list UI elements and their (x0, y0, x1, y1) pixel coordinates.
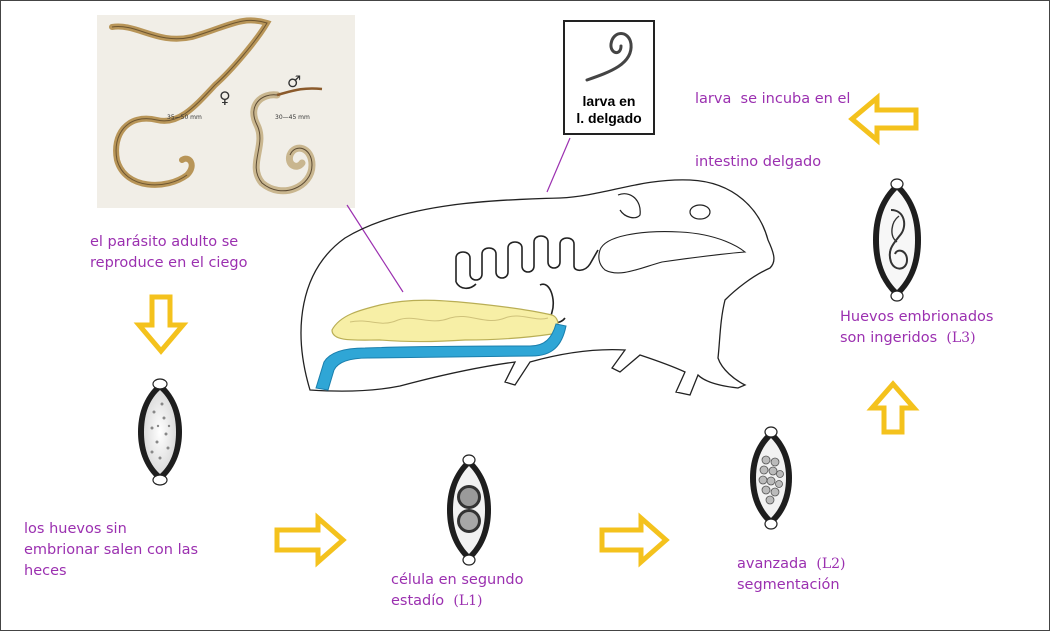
label-second-stage: célula en segundo estadío (L1) (391, 570, 524, 612)
egg-two-cell-icon (447, 455, 491, 565)
stage-l1-tag: (L1) (453, 593, 482, 609)
arrow-right-2-icon (602, 518, 666, 562)
stage-l3-tag: (L3) (946, 330, 975, 346)
stage-l2-tag: (L2) (816, 556, 845, 572)
label-adult-reproduces: el parásito adulto se reproduce en el ci… (90, 232, 247, 274)
label-larva-hatches: larva se incuba en el intestino delgado (695, 47, 850, 194)
cecum (332, 300, 558, 341)
label-unembryonated-eggs: los huevos sin embrionar salen con las h… (24, 519, 198, 582)
arrow-left-icon (852, 98, 916, 140)
label-advanced-segmentation: avanzada (L2) segmentación (737, 554, 846, 596)
adult-pointer-line (347, 205, 403, 292)
egg-segmented-icon (750, 427, 792, 529)
arrow-down-icon (139, 297, 183, 351)
arrow-right-1-icon (277, 518, 343, 562)
arrow-up-icon (872, 384, 914, 432)
egg-unembryonated-icon (138, 379, 182, 485)
guinea-pig-illustration (301, 180, 774, 395)
label-embryonated-ingested: Huevos embrionados son ingeridos (L3) (840, 307, 993, 349)
egg-embryonated-icon (873, 179, 921, 301)
larva-pointer-line (547, 138, 570, 192)
